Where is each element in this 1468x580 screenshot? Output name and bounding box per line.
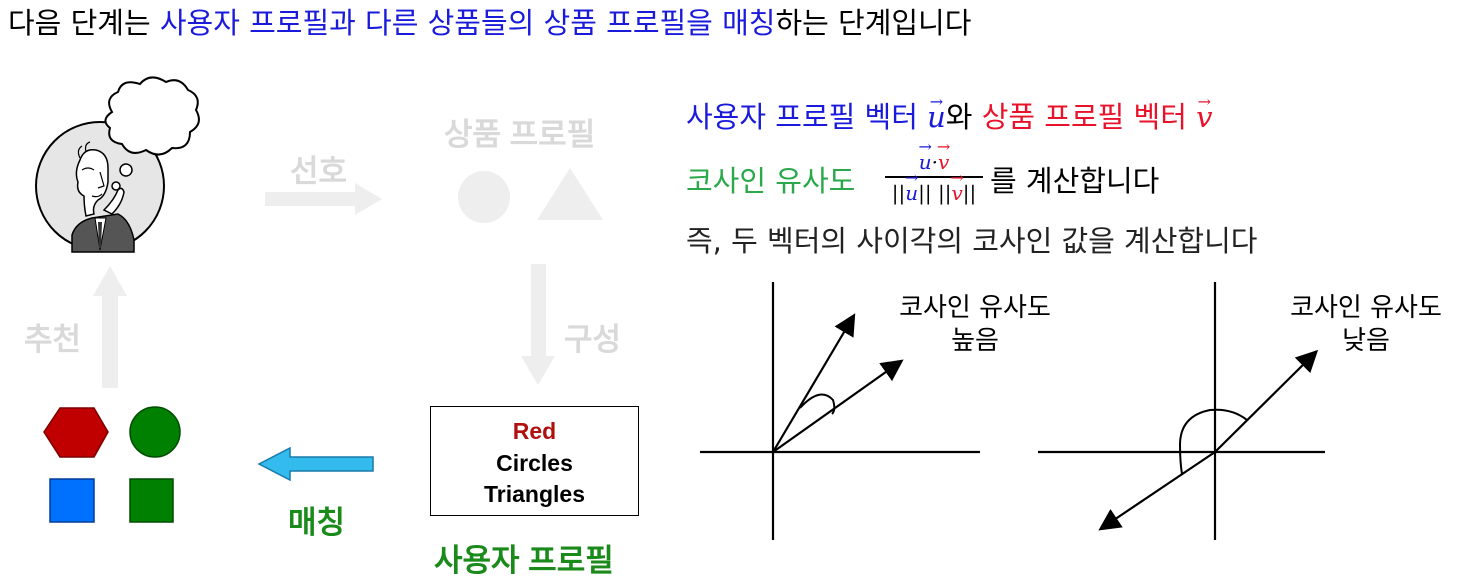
- green-circle-icon: [129, 406, 181, 458]
- green-square-icon: [129, 478, 174, 523]
- user-profile-label: 사용자 프로필: [434, 543, 614, 578]
- user-profile-box: Red Circles Triangles: [430, 406, 639, 516]
- calculate-text: 를 계산합니다: [990, 164, 1160, 198]
- cosine-similarity-label: 코사인 유사도: [686, 164, 856, 198]
- profile-item-circles: Circles: [496, 449, 573, 476]
- item-circle-icon: [458, 171, 510, 223]
- formula-denominator: ||u|| ||v||: [885, 181, 983, 205]
- high-similarity-graph: [700, 282, 980, 540]
- matching-label: 매칭: [288, 505, 346, 540]
- preference-arrow: [265, 183, 382, 215]
- compose-label: 구성: [564, 322, 622, 357]
- title-part-1: 다음 단계는: [8, 6, 160, 40]
- high-similarity-label: 코사인 유사도 높음: [899, 293, 1051, 356]
- formula-numerator: u·v: [885, 150, 983, 174]
- title-part-2-highlight: 사용자 프로필과 다른 상품들의 상품 프로필을 매칭: [159, 6, 776, 40]
- title-part-3: 하는 단계입니다: [775, 6, 972, 40]
- compose-arrow: [521, 264, 555, 385]
- page-title: 다음 단계는 사용자 프로필과 다른 상품들의 상품 프로필을 매칭하는 단계입…: [8, 4, 971, 42]
- formula-fraction-bar: [885, 176, 983, 178]
- recommend-arrow: [93, 266, 127, 388]
- vector-u-symbol: u: [927, 98, 946, 136]
- vector-v-symbol: v: [1196, 98, 1212, 136]
- preference-label: 선호: [290, 154, 348, 189]
- profile-item-red: Red: [512, 418, 557, 444]
- recommend-label: 추천: [24, 322, 82, 357]
- item-profile-label: 상품 프로필: [444, 117, 596, 152]
- profile-item-triangles: Triangles: [484, 481, 585, 507]
- low-similarity-label: 코사인 유사도 낮음: [1290, 293, 1442, 356]
- item-vector-text: 상품 프로필 벡터 v: [982, 100, 1213, 134]
- explanation-line-1: 사용자 프로필 벡터 u와 상품 프로필 벡터 v: [686, 98, 1213, 136]
- conjunction-text: 와: [945, 100, 982, 134]
- low-similarity-graph: [1038, 282, 1325, 540]
- cosine-formula: u·v ||u|| ||v||: [885, 150, 983, 205]
- blue-square-icon: [49, 478, 95, 523]
- user-thinking-icon: [35, 76, 200, 253]
- red-hexagon-icon: [43, 407, 109, 458]
- user-vector-text: 사용자 프로필 벡터 u: [686, 100, 946, 134]
- item-triangle-icon: [537, 168, 603, 220]
- explanation-line-3: 즉, 두 벡터의 사이각의 코사인 값을 계산합니다: [686, 224, 1258, 258]
- matching-arrow: [257, 446, 374, 482]
